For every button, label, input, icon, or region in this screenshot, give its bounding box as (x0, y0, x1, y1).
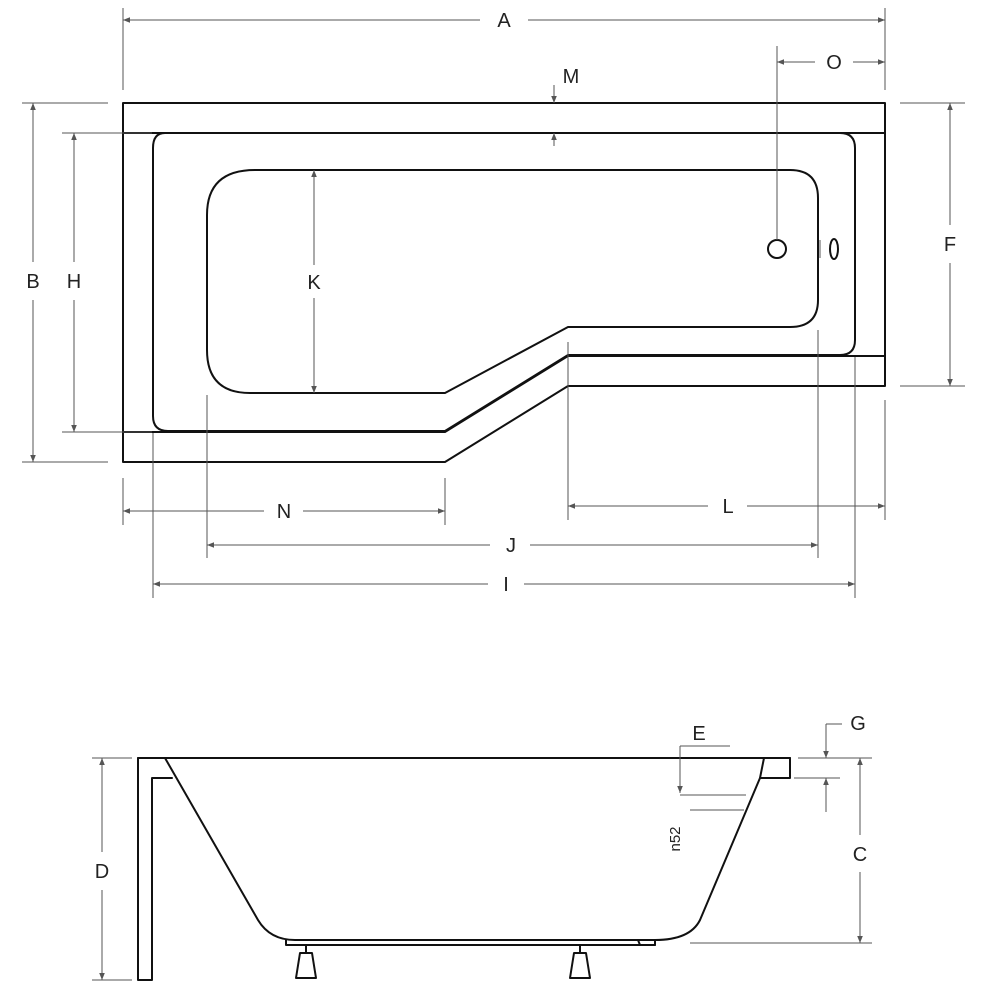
dimension-f: F (900, 102, 965, 387)
dimension-e-label: E (692, 723, 705, 745)
dimension-h-label: H (67, 271, 81, 293)
dimension-g: G (794, 713, 866, 812)
dimension-f-label: F (944, 234, 956, 256)
dimension-n: N (122, 478, 446, 525)
tub-foot-right (569, 944, 591, 979)
dimension-e: E (677, 723, 746, 811)
dimension-d-label: D (95, 861, 109, 883)
tub-outer-rim (122, 102, 886, 463)
dimension-j-label: J (506, 535, 516, 557)
dimension-m-label: M (563, 66, 580, 88)
dimension-i: I (152, 357, 856, 598)
dimension-g-label: G (850, 713, 866, 735)
dimension-b-label: B (26, 271, 39, 293)
front-panel (137, 757, 173, 981)
tub-basin-outline (206, 169, 819, 394)
tub-foot-left (295, 944, 317, 979)
top-view: A O M B H (22, 8, 965, 598)
dimension-m: M (551, 66, 580, 146)
dimension-a: A (122, 8, 886, 90)
dimension-b: B (22, 102, 108, 463)
dimension-l: L (567, 342, 886, 520)
dimension-c-label: C (853, 844, 867, 866)
dimension-o-label: O (826, 52, 842, 74)
tub-base-plate (285, 939, 656, 946)
dimension-a-label: A (497, 10, 511, 32)
dimension-o: O (776, 46, 885, 240)
dimension-c: C (690, 757, 872, 944)
dimension-l-label: L (722, 496, 733, 518)
dimension-d: D (92, 757, 132, 981)
drain-hole (767, 239, 787, 259)
overflow-slot (829, 238, 839, 260)
dimension-j: J (206, 330, 819, 558)
dimension-n-label: N (277, 501, 291, 523)
dimension-k-label: K (307, 272, 321, 294)
dimension-i-label: I (503, 574, 509, 596)
overflow-height-label: n52 (667, 826, 684, 851)
side-rim-right (759, 757, 791, 779)
dimension-h: H (62, 132, 152, 433)
dimension-k: K (307, 170, 321, 393)
side-view: D C G E n52 (92, 713, 872, 981)
tub-base-tab (637, 939, 656, 946)
